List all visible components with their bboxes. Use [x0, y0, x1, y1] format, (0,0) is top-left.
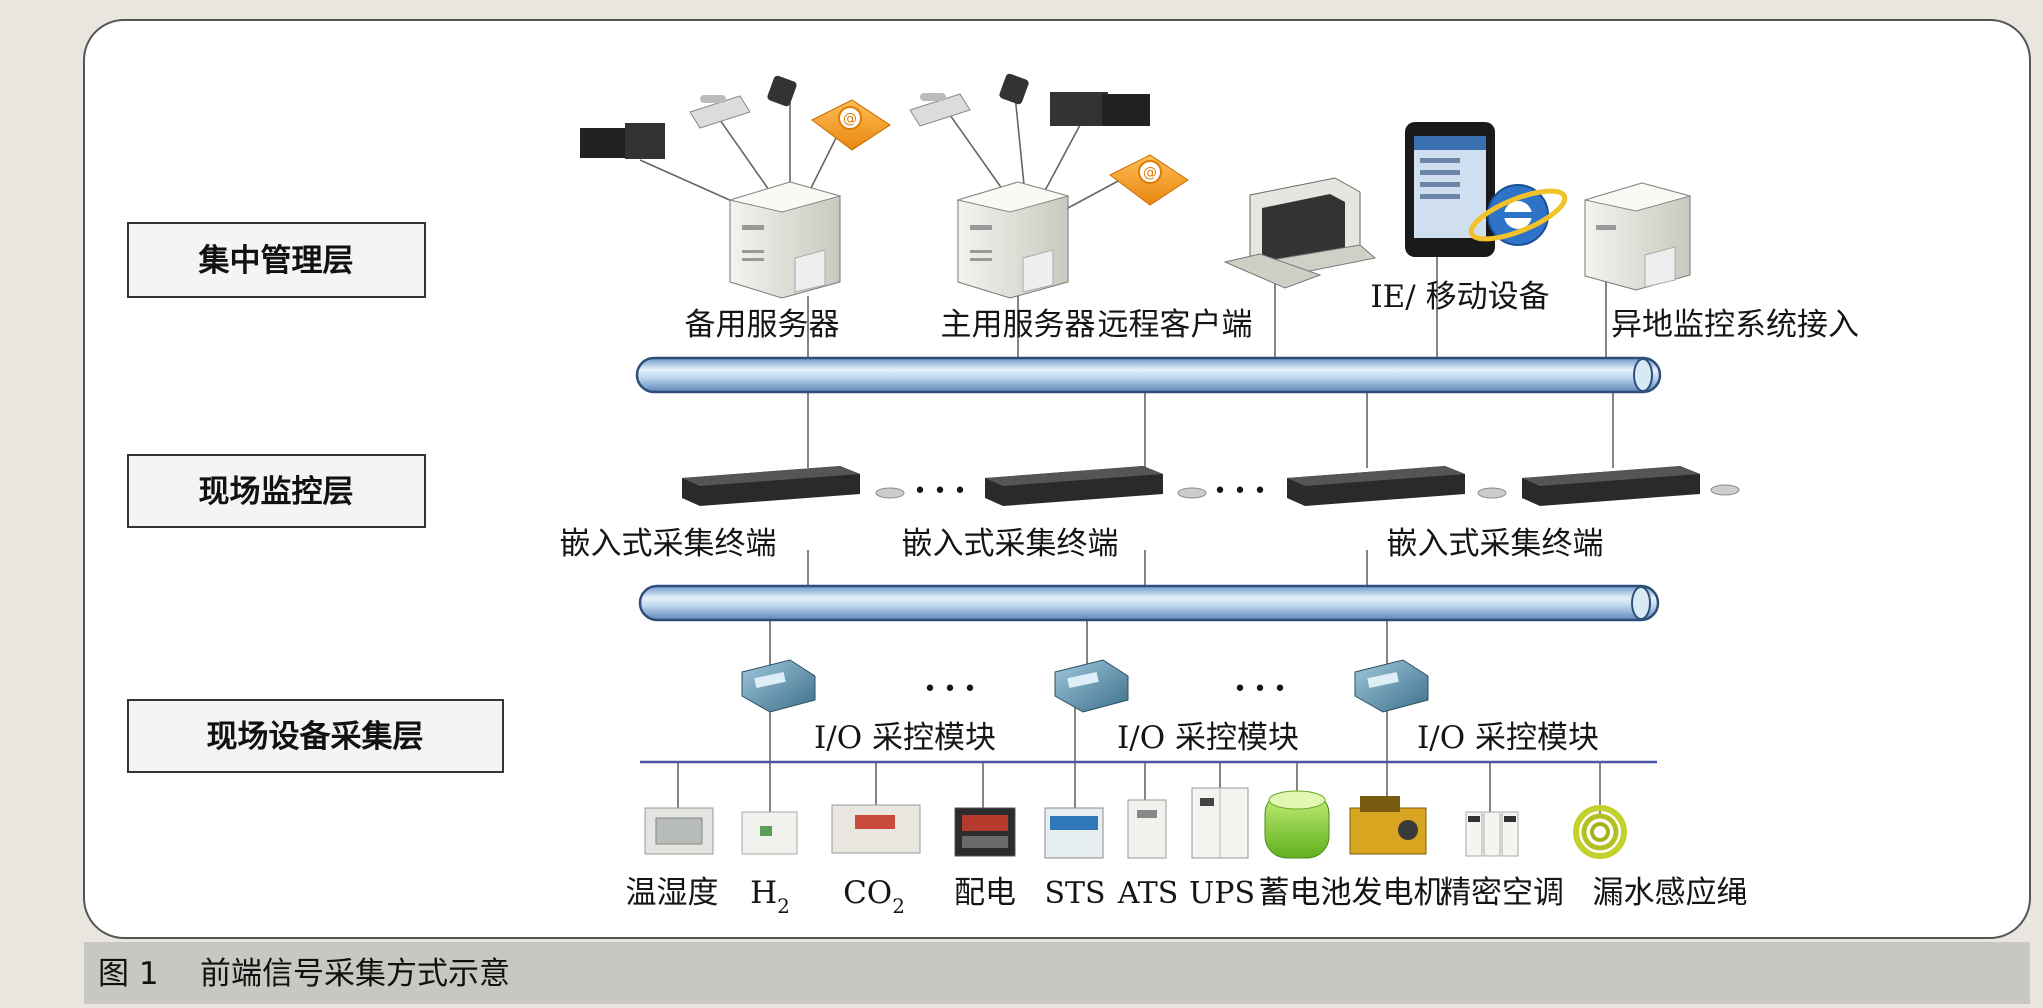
- device-label-precision-ac: 精密空调: [1440, 875, 1564, 911]
- battery-icon: [1264, 790, 1330, 859]
- co2-sensor-icon: [831, 804, 921, 854]
- main-server-icon: [956, 181, 1070, 299]
- layer-label-management-text: 集中管理层: [198, 243, 354, 279]
- ups-device-icon: [1191, 787, 1249, 859]
- device-label-h2: H2: [750, 875, 790, 918]
- email-icon: @: [811, 99, 891, 151]
- io-module-label: I/O 采控模块: [1417, 720, 1599, 756]
- device-label-temp-humidity: 温湿度: [626, 875, 719, 911]
- embedded-terminal-icon: [1287, 466, 1507, 506]
- network-pipe-top: [635, 356, 1662, 394]
- embedded-terminal-icon: [1522, 466, 1740, 506]
- leak-detection-cable-icon: [1573, 805, 1627, 859]
- h2-subscript: 2: [777, 894, 790, 918]
- ellipsis: • • •: [1214, 479, 1267, 504]
- device-label-ats: ATS: [1117, 876, 1179, 911]
- ellipsis: • • •: [914, 479, 967, 504]
- layer-label-monitoring: 现场监控层: [127, 454, 426, 528]
- device-label-ups: UPS: [1189, 876, 1255, 911]
- figure-title: 前端信号采集方式示意: [200, 956, 510, 992]
- h2-base: H: [750, 875, 777, 911]
- device-label-power: 配电: [954, 875, 1016, 911]
- network-pipe-bottom: [638, 584, 1660, 622]
- internet-explorer-icon: [1468, 184, 1568, 246]
- temp-humidity-sensor-icon: [644, 807, 714, 855]
- layer-label-acquisition-text: 现场设备采集层: [207, 719, 424, 755]
- remote-client-label: 远程客户端: [1098, 307, 1253, 343]
- main-server-label: 主用服务器: [941, 307, 1096, 343]
- telephone-icon: [689, 95, 751, 129]
- io-module-icon: [741, 659, 816, 713]
- io-module-label: I/O 采控模块: [1117, 720, 1299, 756]
- terminal-label: 嵌入式采集终端: [560, 526, 777, 562]
- embedded-terminal-icon: [682, 466, 905, 506]
- device-label-co2: CO2: [843, 875, 905, 918]
- speaker-icon: [1050, 92, 1150, 126]
- device-label-battery: 蓄电池: [1259, 875, 1352, 911]
- speaker-icon: [580, 123, 665, 159]
- remote-monitoring-server-icon: [1584, 182, 1692, 291]
- svg-text:@: @: [1143, 165, 1157, 181]
- device-label-sts: STS: [1044, 876, 1105, 911]
- device-label-leak-cable: 漏水感应绳: [1593, 875, 1748, 911]
- precision-ac-icon: [1465, 811, 1519, 857]
- embedded-terminal-icon: [985, 466, 1207, 506]
- ellipsis: • • •: [924, 677, 977, 702]
- io-module-icon: [1354, 659, 1429, 713]
- terminal-label: 嵌入式采集终端: [902, 526, 1119, 562]
- ats-device-icon: [1127, 799, 1167, 859]
- device-label-generator: 发电机: [1352, 875, 1445, 911]
- mobile-phone-icon: [999, 73, 1029, 105]
- backup-server-icon: [728, 181, 842, 299]
- telephone-icon: [909, 93, 971, 127]
- terminal-label: 嵌入式采集终端: [1387, 526, 1604, 562]
- email-icon: @: [1109, 154, 1189, 206]
- generator-icon: [1349, 796, 1427, 855]
- caption-bar: [84, 942, 2030, 1004]
- layer-label-acquisition: 现场设备采集层: [127, 699, 504, 773]
- remote-monitoring-label: 异地监控系统接入: [1611, 307, 1859, 343]
- ellipsis: • • •: [1234, 677, 1287, 702]
- backup-server-label: 备用服务器: [685, 307, 840, 343]
- h2-sensor-icon: [741, 811, 798, 855]
- power-meter-icon: [954, 807, 1016, 857]
- io-module-icon: [1054, 659, 1129, 713]
- io-module-label: I/O 采控模块: [814, 720, 996, 756]
- co2-base: CO: [843, 875, 892, 911]
- sts-device-icon: [1044, 807, 1104, 859]
- mobile-phone-icon: [767, 75, 797, 107]
- figure-number: 图 1: [98, 956, 159, 992]
- svg-text:@: @: [843, 111, 857, 127]
- desktop-computer-icon: [1223, 177, 1377, 289]
- ie-mobile-label: IE/ 移动设备: [1370, 279, 1549, 315]
- layer-label-monitoring-text: 现场监控层: [199, 474, 354, 510]
- co2-subscript: 2: [892, 894, 905, 918]
- layer-label-management: 集中管理层: [127, 222, 426, 298]
